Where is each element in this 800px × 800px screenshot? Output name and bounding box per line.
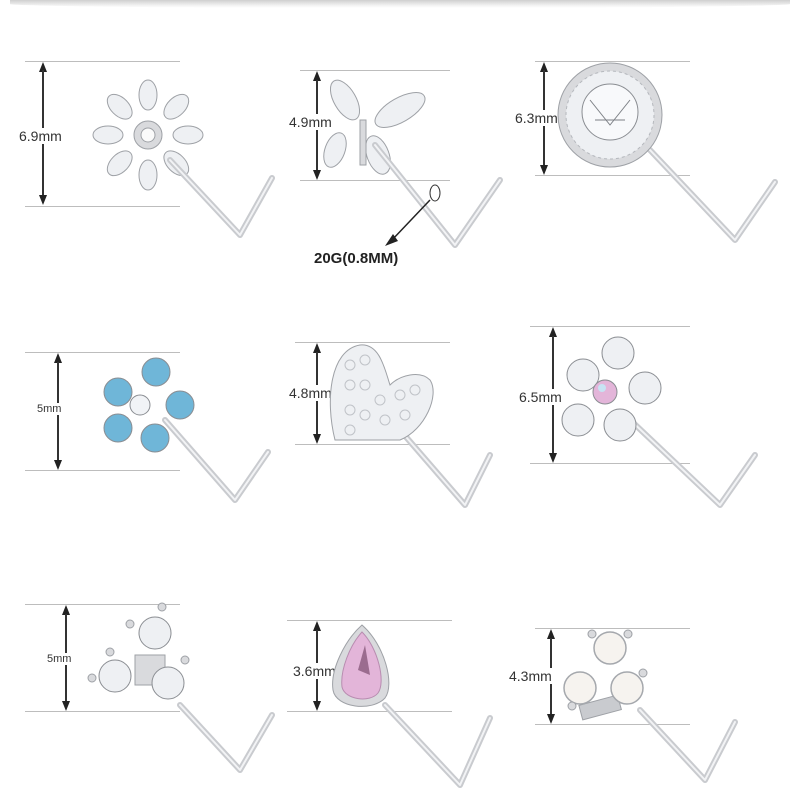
arrow-up-icon xyxy=(313,621,321,631)
arrow-down-icon xyxy=(39,195,47,205)
arrow-down-icon xyxy=(540,165,548,175)
bottom-guide-line xyxy=(535,724,690,725)
top-guide-line xyxy=(535,61,690,62)
height-label: 4.8mm xyxy=(288,385,333,401)
arrow-down-icon xyxy=(54,460,62,470)
gauge-label: 20G(0.8MM) xyxy=(314,250,399,267)
arrow-up-icon xyxy=(540,62,548,72)
top-guide-line xyxy=(287,620,452,621)
bottom-guide-line xyxy=(530,463,690,464)
top-guide-line xyxy=(300,70,450,71)
height-label: 5mm xyxy=(46,653,73,665)
arrow-down-icon xyxy=(547,714,555,724)
arrow-up-icon xyxy=(54,353,62,363)
bottom-guide-line xyxy=(295,444,450,445)
arrow-down-icon xyxy=(549,453,557,463)
height-label: 6.5mm xyxy=(518,389,563,405)
top-guide-line xyxy=(25,352,180,353)
top-guide-line xyxy=(25,604,180,605)
arrow-down-icon xyxy=(313,434,321,444)
bottom-guide-line xyxy=(25,206,180,207)
height-label: 3.6mm xyxy=(292,663,337,679)
arrow-up-icon xyxy=(549,327,557,337)
height-label: 5mm xyxy=(36,403,63,415)
height-label: 6.9mm xyxy=(18,128,63,144)
height-label: 4.3mm xyxy=(508,668,553,684)
top-guide-line xyxy=(295,342,450,343)
arrow-up-icon xyxy=(547,629,555,639)
height-label: 4.9mm xyxy=(288,114,333,130)
top-edge-shadow xyxy=(10,0,790,8)
arrow-up-icon xyxy=(313,343,321,353)
top-guide-line xyxy=(530,326,690,327)
bottom-guide-line xyxy=(25,711,180,712)
bottom-guide-line xyxy=(300,180,450,181)
arrow-up-icon xyxy=(39,62,47,72)
bottom-guide-line xyxy=(535,175,690,176)
bottom-guide-line xyxy=(25,470,180,471)
top-guide-line xyxy=(25,61,180,62)
height-label: 6.3mm xyxy=(514,110,559,126)
top-guide-line xyxy=(535,628,690,629)
arrow-down-icon xyxy=(313,701,321,711)
arrow-down-icon xyxy=(62,701,70,711)
arrow-down-icon xyxy=(313,170,321,180)
bottom-guide-line xyxy=(287,711,452,712)
arrow-up-icon xyxy=(313,71,321,81)
arrow-up-icon xyxy=(62,605,70,615)
